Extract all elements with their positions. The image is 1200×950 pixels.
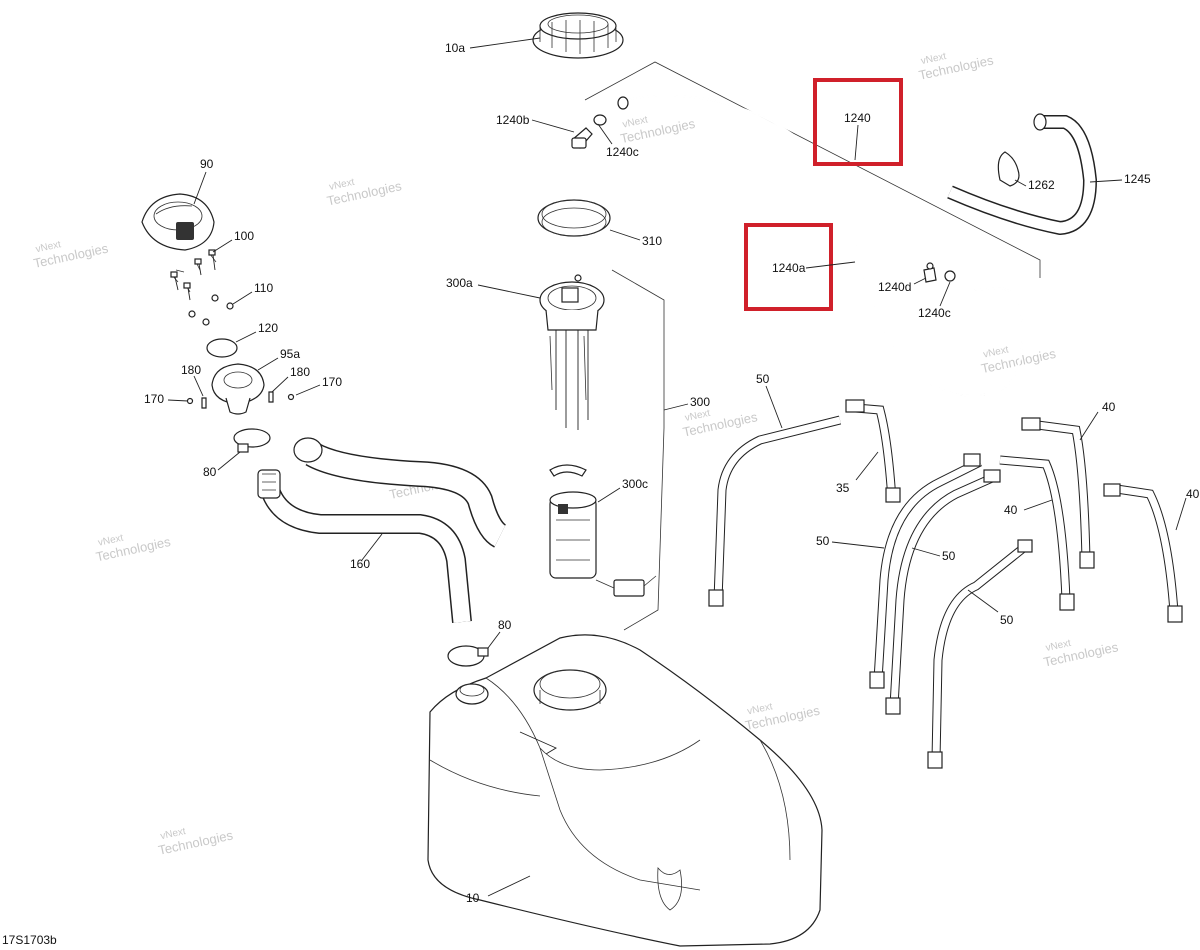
part-170-screw-left[interactable]: [186, 397, 194, 405]
label-50-a: 50: [756, 372, 770, 386]
watermark-line1: vNext: [1045, 638, 1073, 654]
part-170-screw-right[interactable]: [287, 393, 295, 401]
label-300: 300: [690, 395, 710, 409]
part-40-strap-b[interactable]: [999, 455, 1075, 611]
label-80-top: 80: [203, 465, 217, 479]
bracket-line-top: [584, 61, 1041, 278]
part-310-seal-ring[interactable]: [537, 199, 611, 237]
part-1240c-clamp-bottom[interactable]: [944, 270, 956, 282]
label-10a: 10a: [445, 41, 465, 55]
label-10: 10: [466, 891, 480, 905]
label-40-a: 40: [1102, 400, 1116, 414]
label-80-bottom: 80: [498, 618, 512, 632]
label-40-b: 40: [1004, 503, 1018, 517]
part-80-clamp-bottom[interactable]: [447, 645, 489, 667]
part-10a-filler-ring[interactable]: [532, 12, 624, 59]
label-50-b: 50: [816, 534, 830, 548]
highlight-box-1240a: [744, 223, 833, 311]
label-1262: 1262: [1028, 178, 1055, 192]
label-1240b: 1240b: [496, 113, 530, 127]
part-110-washers[interactable]: [188, 294, 234, 326]
watermark-line1: vNext: [159, 826, 187, 842]
label-40-c: 40: [1186, 487, 1200, 501]
part-1240c-clamp-top[interactable]: [593, 114, 607, 126]
label-90: 90: [200, 157, 214, 171]
watermark-line1: vNext: [684, 408, 712, 424]
watermark-line1: vNext: [97, 533, 125, 549]
watermark-line1: vNext: [328, 177, 356, 193]
label-180-left: 180: [181, 363, 201, 377]
part-10-fuel-tank[interactable]: [427, 634, 823, 947]
part-160-filler-hose[interactable]: [257, 437, 507, 623]
part-1240d-valve[interactable]: [923, 262, 937, 283]
label-1240d: 1240d: [878, 280, 911, 294]
label-120: 120: [258, 321, 278, 335]
label-170-left: 170: [144, 392, 164, 406]
label-100: 100: [234, 229, 254, 243]
label-170-right: 170: [322, 375, 342, 389]
part-100-screws[interactable]: [170, 249, 217, 301]
label-300c: 300c: [622, 477, 648, 491]
watermark-line1: vNext: [35, 239, 63, 255]
part-50-strap-a[interactable]: [708, 415, 842, 607]
part-1245-hose[interactable]: [947, 113, 1098, 236]
part-180-screw-left[interactable]: [201, 397, 207, 409]
watermark-line1: vNext: [982, 344, 1010, 360]
label-310: 310: [642, 234, 662, 248]
label-35: 35: [836, 481, 850, 495]
part-50-strap-d[interactable]: [927, 539, 1033, 769]
label-180-right: 180: [290, 365, 310, 379]
highlight-box-1240: [813, 78, 903, 166]
part-40-strap-c[interactable]: [1103, 483, 1183, 623]
diagram-code: 17S1703b: [2, 933, 57, 947]
label-300a: 300a: [446, 276, 473, 290]
label-50-d: 50: [1000, 613, 1014, 627]
part-1240-vent-hose[interactable]: [617, 94, 1024, 397]
part-300a-pump-flange[interactable]: [539, 274, 605, 430]
part-50-strap-b[interactable]: [869, 453, 983, 689]
watermark-line1: vNext: [622, 114, 650, 130]
part-180-screw-right[interactable]: [268, 391, 274, 403]
label-95a: 95a: [280, 347, 300, 361]
part-50-strap-c[interactable]: [885, 469, 1001, 715]
watermark-line1: vNext: [920, 51, 948, 67]
label-160: 160: [350, 557, 370, 571]
label-1240a: 1240a: [772, 261, 806, 275]
watermark-line1: vNext: [746, 701, 774, 717]
part-95a-filler-neck[interactable]: [211, 363, 265, 415]
label-1240c-bottom: 1240c: [918, 306, 951, 320]
label-1240c-top: 1240c: [606, 145, 639, 159]
label-1245: 1245: [1124, 172, 1151, 186]
label-1240: 1240: [844, 111, 871, 125]
label-50-c: 50: [942, 549, 956, 563]
part-300c-pump-module[interactable]: [549, 464, 657, 597]
part-35-strap[interactable]: [845, 399, 901, 503]
label-110: 110: [254, 281, 273, 295]
bracket-300: [611, 269, 665, 631]
part-90-cap[interactable]: [141, 193, 215, 251]
part-120-gasket[interactable]: [206, 338, 238, 358]
part-80-clamp-top[interactable]: [233, 428, 271, 453]
part-1240b-fitting[interactable]: [571, 127, 593, 149]
part-40-strap-a[interactable]: [1021, 417, 1095, 569]
